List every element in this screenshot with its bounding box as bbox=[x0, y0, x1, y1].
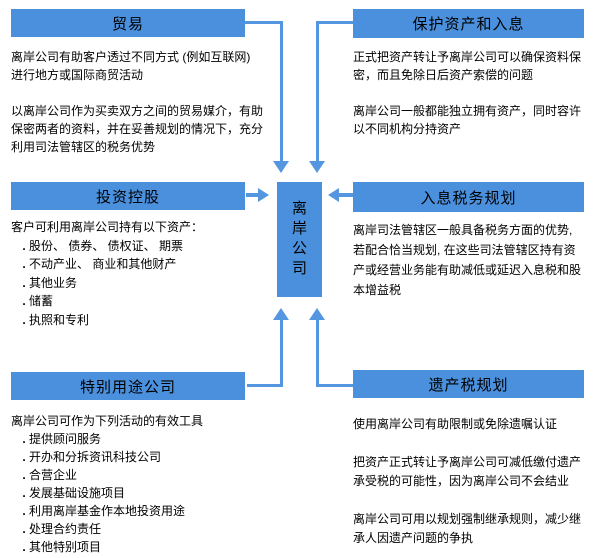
paragraph: 离岸公司有助客户透过不同方式 (例如互联网) 进行地方或国际商贸活动 bbox=[11, 48, 263, 84]
list-item: .执照和专利 bbox=[11, 311, 203, 330]
bullet-icon: . bbox=[22, 312, 26, 327]
protect-assets-description: 正式把资产转让予离岸公司可以确保资料保 密，而且免除日后资产索偿的问题 离岸公司… bbox=[353, 48, 581, 138]
text-line: 离岸司法管辖区一般具备税务方面的优势, bbox=[353, 223, 573, 237]
list-item: .发展基础设施项目 bbox=[11, 484, 203, 502]
text-line: 保密两者的资料，并在妥善规划的情况下，充分 bbox=[11, 122, 264, 136]
investment-holding-description: 客户可利用离岸公司持有以下资产： .股份、 债券、 债权证、 期票 .不动产业、… bbox=[11, 218, 203, 329]
bullet-icon: . bbox=[22, 504, 26, 518]
list-intro: 客户可利用离岸公司持有以下资产： bbox=[11, 220, 204, 234]
connector-protect-horizontal bbox=[318, 21, 353, 24]
trade-description: 离岸公司有助客户透过不同方式 (例如互联网) 进行地方或国际商贸活动 以离岸公司… bbox=[11, 48, 263, 156]
list-item-text: 处理合约责任 bbox=[29, 522, 102, 536]
text-line: 产或经营业务能有助减低或延迟入息税和股 bbox=[353, 263, 582, 277]
list-item: .处理合约责任 bbox=[11, 520, 203, 538]
text-line: 若配合恰当规划, 在这些司法管辖区持有资 bbox=[353, 243, 576, 257]
connector-trade-horizontal bbox=[245, 21, 282, 24]
income-tax-planning-header-box: 入息税务规划 bbox=[353, 182, 584, 212]
connector-invest-tail bbox=[246, 193, 258, 197]
special-purpose-company-description: 离岸公司可作为下列活动的有效工具 .提供顾问服务 .开办和分拆资讯科技公司 .合… bbox=[11, 412, 203, 556]
list-intro: 离岸公司可作为下列活动的有效工具 bbox=[11, 414, 204, 428]
list-item: .其他特别项目 bbox=[11, 538, 203, 556]
paragraph: 以离岸公司作为买卖双方之间的贸易媒介，有助 保密两者的资料，并在妥善规划的情况下… bbox=[11, 102, 263, 156]
protect-assets-header-box: 保护资产和入息 bbox=[353, 9, 584, 38]
text-line: 密，而且免除日后资产索偿的问题 bbox=[353, 68, 534, 82]
bullet-icon: . bbox=[22, 432, 26, 446]
bullet-icon: . bbox=[22, 468, 26, 482]
paragraph: 离岸司法管辖区一般具备税务方面的优势, 若配合恰当规划, 在这些司法管辖区持有资… bbox=[353, 220, 581, 300]
text-line: 离岸公司可用以规划强制继承规则，减少继 bbox=[353, 512, 582, 526]
text-line: 使用离岸公司有助限制或免除遗嘱认证 bbox=[353, 417, 558, 431]
list-item: .合营企业 bbox=[11, 466, 203, 484]
bullet-icon: . bbox=[22, 275, 26, 290]
paragraph: 把资产正式转让予离岸公司可减低缴付遗产 承受税的可能性，因为离岸公司不会结业 bbox=[353, 453, 581, 491]
center-offshore-company-box: 离岸公司 bbox=[277, 182, 322, 297]
connector-income-tax-tail bbox=[339, 193, 353, 197]
trade-header-box: 贸易 bbox=[11, 9, 245, 37]
list-item-text: 提供顾问服务 bbox=[29, 432, 102, 446]
paragraph: 使用离岸公司有助限制或免除遗嘱认证 bbox=[353, 415, 581, 434]
arrowhead-up-icon bbox=[309, 308, 325, 320]
text-line: 承受税的可能性，因为离岸公司不会结业 bbox=[353, 474, 570, 488]
arrowhead-right-icon bbox=[258, 188, 269, 202]
paragraph: 离岸公司可用以规划强制继承规则，减少继 承人因遗产问题的争执 bbox=[353, 510, 581, 548]
connector-estate-horizontal bbox=[318, 384, 353, 387]
text-line: 承人因遗产问题的争执 bbox=[353, 531, 474, 545]
estate-tax-planning-description: 使用离岸公司有助限制或免除遗嘱认证 把资产正式转让予离岸公司可减低缴付遗产 承受… bbox=[353, 415, 581, 548]
bullet-icon: . bbox=[22, 522, 26, 536]
special-purpose-company-header-box: 特别用途公司 bbox=[11, 372, 245, 400]
list-item: .利用离岸基金作本地投资用途 bbox=[11, 502, 203, 520]
list-item-text: 储蓄 bbox=[29, 294, 54, 308]
list-item: .股份、 债券、 债权证、 期票 bbox=[11, 237, 203, 256]
text-line: 本增益税 bbox=[353, 283, 402, 297]
list-item: .储蓄 bbox=[11, 292, 203, 311]
list-item-text: 发展基础设施项目 bbox=[29, 486, 126, 500]
text-line: 正式把资产转让予离岸公司可以确保资料保 bbox=[353, 50, 582, 64]
text-line: 离岸公司一般都能独立拥有资产，同时容许 bbox=[353, 104, 582, 118]
list-item-text: 合营企业 bbox=[29, 468, 78, 482]
list-item-text: 其他特别项目 bbox=[29, 540, 102, 554]
connector-spv-vertical bbox=[280, 320, 283, 387]
text-line: 以离岸公司作为买卖双方之间的贸易媒介，有助 bbox=[11, 104, 264, 118]
arrowhead-down-icon bbox=[309, 161, 325, 173]
text-line: 以不同机构分持资产 bbox=[353, 122, 462, 136]
connector-protect-vertical bbox=[316, 21, 319, 161]
paragraph: 离岸公司一般都能独立拥有资产，同时容许 以不同机构分持资产 bbox=[353, 102, 581, 138]
list-item: .提供顾问服务 bbox=[11, 430, 203, 448]
bullet-icon: . bbox=[22, 294, 26, 308]
bullet-icon: . bbox=[22, 486, 26, 500]
bullet-icon: . bbox=[22, 238, 26, 253]
connector-estate-vertical bbox=[316, 320, 319, 387]
list-item-text: 执照和专利 bbox=[29, 312, 90, 327]
income-tax-planning-description: 离岸司法管辖区一般具备税务方面的优势, 若配合恰当规划, 在这些司法管辖区持有资… bbox=[353, 220, 581, 300]
center-box-label: 离岸公司 bbox=[291, 200, 307, 277]
list-item-text: 开办和分拆资讯科技公司 bbox=[29, 450, 162, 464]
text-line: 离岸公司有助客户透过不同方式 (例如互联网) bbox=[11, 50, 251, 64]
bullet-icon: . bbox=[22, 450, 26, 464]
text-line: 进行地方或国际商贸活动 bbox=[11, 68, 144, 82]
list-item-text: 其他业务 bbox=[29, 275, 78, 290]
connector-spv-horizontal bbox=[247, 384, 282, 387]
bullet-icon: . bbox=[22, 257, 26, 271]
arrowhead-up-icon bbox=[273, 308, 289, 320]
list-item: .开办和分拆资讯科技公司 bbox=[11, 448, 203, 466]
arrowhead-down-icon bbox=[273, 161, 289, 173]
list-item: .不动产业、 商业和其他财产 bbox=[11, 255, 203, 274]
text-line: 把资产正式转让予离岸公司可减低缴付遗产 bbox=[353, 455, 582, 469]
list-item-text: 不动产业、 商业和其他财产 bbox=[29, 257, 177, 271]
estate-tax-planning-header-box: 遗产税规划 bbox=[353, 370, 584, 398]
list-item: .其他业务 bbox=[11, 274, 203, 293]
investment-holding-header-box: 投资控股 bbox=[11, 182, 245, 210]
text-line: 利用司法管辖区的税务优势 bbox=[11, 140, 156, 154]
paragraph: 正式把资产转让予离岸公司可以确保资料保 密，而且免除日后资产索偿的问题 bbox=[353, 48, 581, 84]
bullet-icon: . bbox=[22, 540, 26, 554]
connector-trade-vertical bbox=[280, 21, 283, 161]
list-item-text: 股份、 债券、 债权证、 期票 bbox=[29, 238, 184, 253]
list-item-text: 利用离岸基金作本地投资用途 bbox=[29, 504, 186, 518]
arrowhead-left-icon bbox=[328, 188, 339, 202]
